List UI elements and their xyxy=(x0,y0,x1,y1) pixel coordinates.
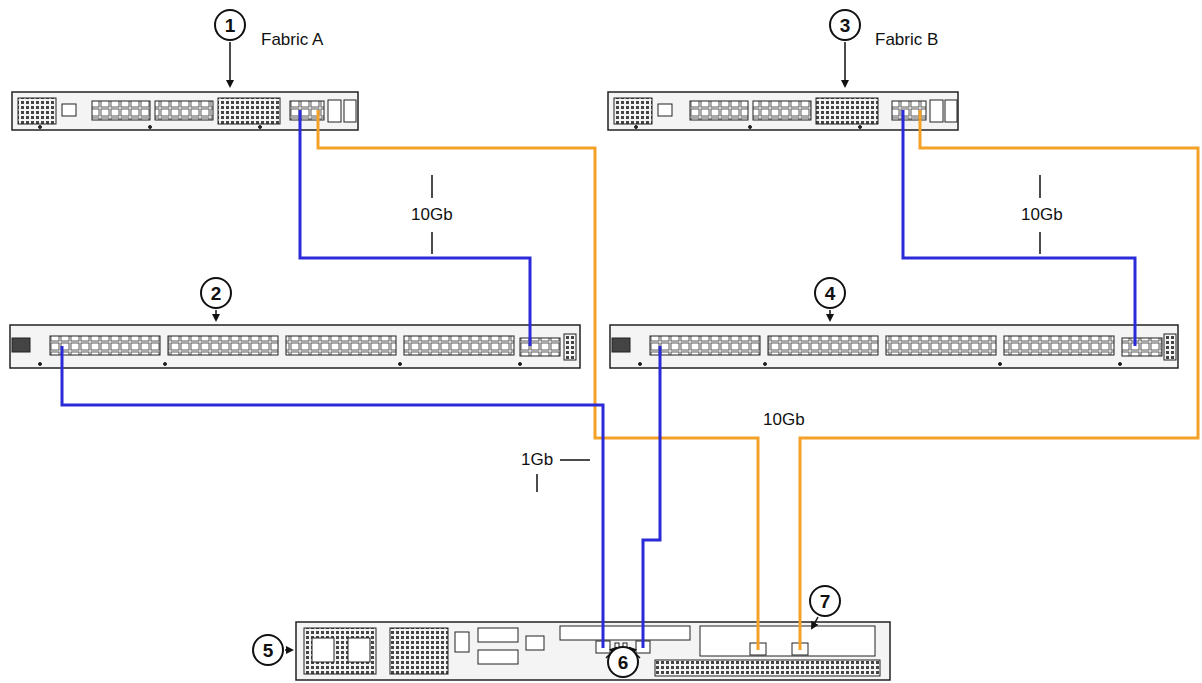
leader-lines xyxy=(216,42,1040,658)
cable-label: 1Gb xyxy=(519,451,555,470)
switch-4 xyxy=(610,325,1178,368)
callout-number: 6 xyxy=(607,646,639,678)
cable-label: 10Gb xyxy=(761,411,807,430)
callout-number: 3 xyxy=(829,9,861,41)
fabric-interconnect-b xyxy=(608,92,958,130)
cable-label: 10Gb xyxy=(409,206,455,225)
callout-number: 2 xyxy=(200,277,232,309)
callout-number: 7 xyxy=(809,585,841,617)
cable-label: 10Gb xyxy=(1019,206,1065,225)
fabric-interconnect-a xyxy=(12,92,358,130)
callout-number: 5 xyxy=(252,634,284,666)
callout-number: 4 xyxy=(814,277,846,309)
cable-label: Fabric B xyxy=(873,31,940,50)
switch-2 xyxy=(10,325,580,368)
callout-number: 1 xyxy=(214,9,246,41)
cable-label: Fabric A xyxy=(259,31,325,50)
cables xyxy=(62,110,1198,650)
